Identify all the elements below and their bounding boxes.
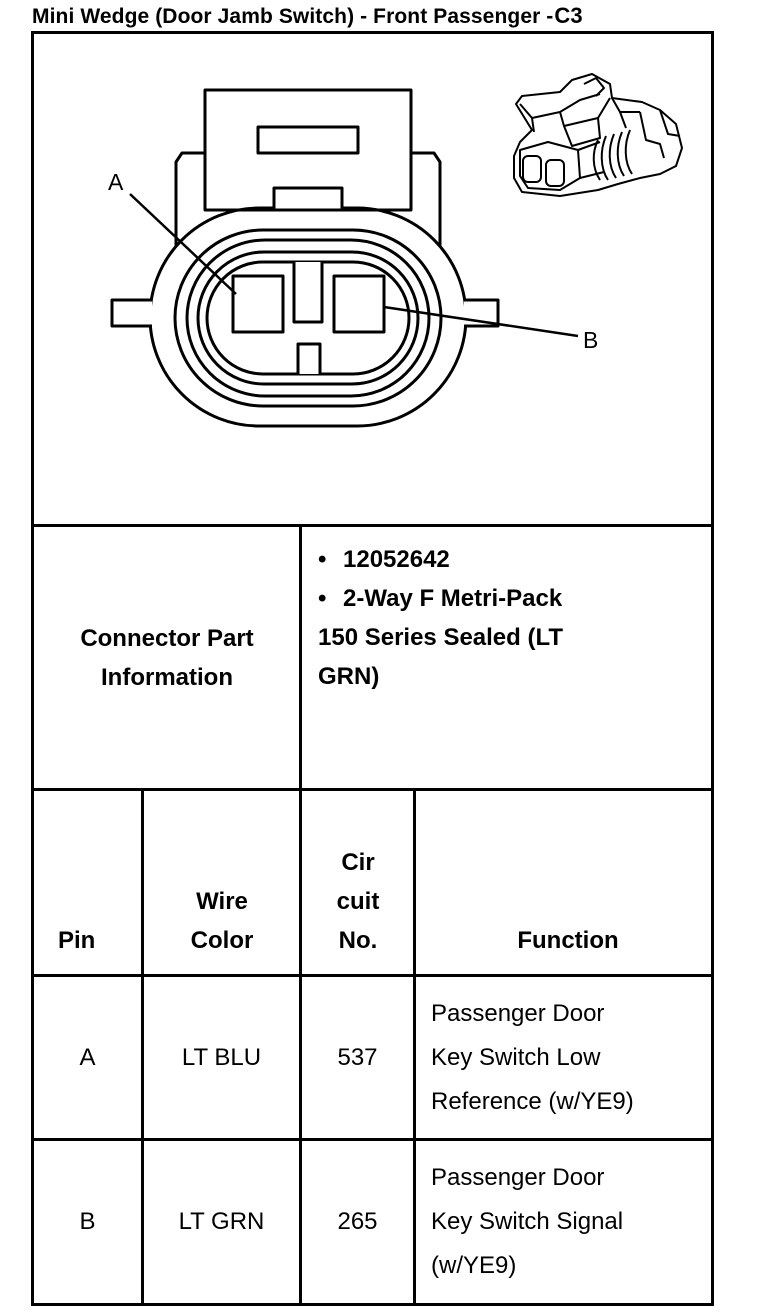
header-wire-line2: Color bbox=[190, 927, 254, 954]
divider-pin-col bbox=[141, 791, 144, 1303]
connector-ref: C3 bbox=[554, 3, 583, 28]
circuit-cell: 537 bbox=[337, 1043, 378, 1071]
connector-info-label: Connector Part Information bbox=[34, 527, 300, 788]
header-pin-text: Pin bbox=[58, 927, 96, 954]
wire-color-cell: LT BLU bbox=[181, 1043, 262, 1071]
table-frame bbox=[31, 31, 714, 1306]
divider-drawing bbox=[34, 524, 711, 527]
table-row-b-wire: LT GRN bbox=[144, 1141, 299, 1303]
bullet-icon: • bbox=[318, 546, 327, 573]
leader-lines bbox=[129, 193, 579, 338]
table-row-b-pin: B bbox=[34, 1141, 141, 1303]
header-wire-line1: Wire bbox=[196, 888, 248, 915]
page-title: Mini Wedge (Door Jamb Switch) - Front Pa… bbox=[32, 2, 583, 30]
divider-header bbox=[34, 974, 711, 977]
part-description-line1: 2-Way F Metri-Pack bbox=[343, 585, 563, 612]
function-line: Passenger Door bbox=[431, 1164, 605, 1191]
cavity-a bbox=[231, 274, 285, 334]
divider-info bbox=[34, 788, 711, 791]
header-wire-color: Wire Color bbox=[145, 790, 299, 974]
bullet-icon: • bbox=[318, 585, 327, 612]
table-row-a-circuit: 537 bbox=[302, 977, 413, 1138]
pin-cell: B bbox=[79, 1208, 96, 1235]
pin-cell: A bbox=[79, 1043, 96, 1071]
pin-label-b: B bbox=[583, 327, 598, 353]
header-cir-line3: No. bbox=[338, 927, 378, 954]
cavity-b bbox=[332, 274, 386, 334]
pin-label-a: A bbox=[108, 169, 124, 195]
circuit-cell: 265 bbox=[337, 1208, 378, 1235]
table-row-b-function: Passenger Door Key Switch Signal (w/YE9) bbox=[416, 1141, 711, 1303]
divider-info-vertical bbox=[299, 527, 302, 788]
connector-info-label-line2: Information bbox=[101, 663, 233, 691]
table-row-a-function: Passenger Door Key Switch Low Reference … bbox=[416, 977, 711, 1138]
connector-diagram: A B bbox=[34, 34, 711, 524]
header-cir-line2: cuit bbox=[336, 888, 380, 915]
header-cir-line1: Cir bbox=[341, 849, 375, 876]
header-pin: Pin bbox=[34, 790, 142, 974]
header-function-text: Function bbox=[517, 927, 619, 954]
wire-color-cell: LT GRN bbox=[178, 1208, 265, 1235]
header-circuit-no: Cir cuit No. bbox=[302, 790, 414, 974]
connector-3d-view bbox=[513, 73, 683, 197]
key-ribs bbox=[292, 262, 324, 374]
divider-wire-col bbox=[299, 791, 302, 1303]
table-row-b-circuit: 265 bbox=[302, 1141, 413, 1303]
header-function: Function bbox=[416, 790, 712, 974]
divider-circuit-col bbox=[413, 791, 416, 1303]
function-line: (w/YE9) bbox=[431, 1252, 517, 1279]
function-line: Key Switch Signal bbox=[431, 1208, 624, 1235]
part-description-line2: 150 Series Sealed (LT bbox=[318, 624, 564, 651]
title-text: Mini Wedge (Door Jamb Switch) - Front Pa… bbox=[32, 5, 554, 28]
function-line: Key Switch Low bbox=[431, 1043, 601, 1071]
connector-latch bbox=[174, 88, 442, 246]
function-line: Reference (w/YE9) bbox=[431, 1087, 634, 1115]
table-row-a-pin: A bbox=[34, 977, 141, 1138]
part-number: 12052642 bbox=[343, 546, 450, 573]
function-line: Passenger Door bbox=[431, 999, 605, 1027]
part-description-line3: GRN) bbox=[318, 663, 380, 690]
table-row-a-wire: LT BLU bbox=[144, 977, 299, 1138]
connector-info-label-line1: Connector Part bbox=[80, 624, 254, 652]
divider-row-a bbox=[34, 1138, 711, 1141]
connector-info-details: • 12052642 • 2-Way F Metri-Pack 150 Seri… bbox=[303, 540, 711, 696]
